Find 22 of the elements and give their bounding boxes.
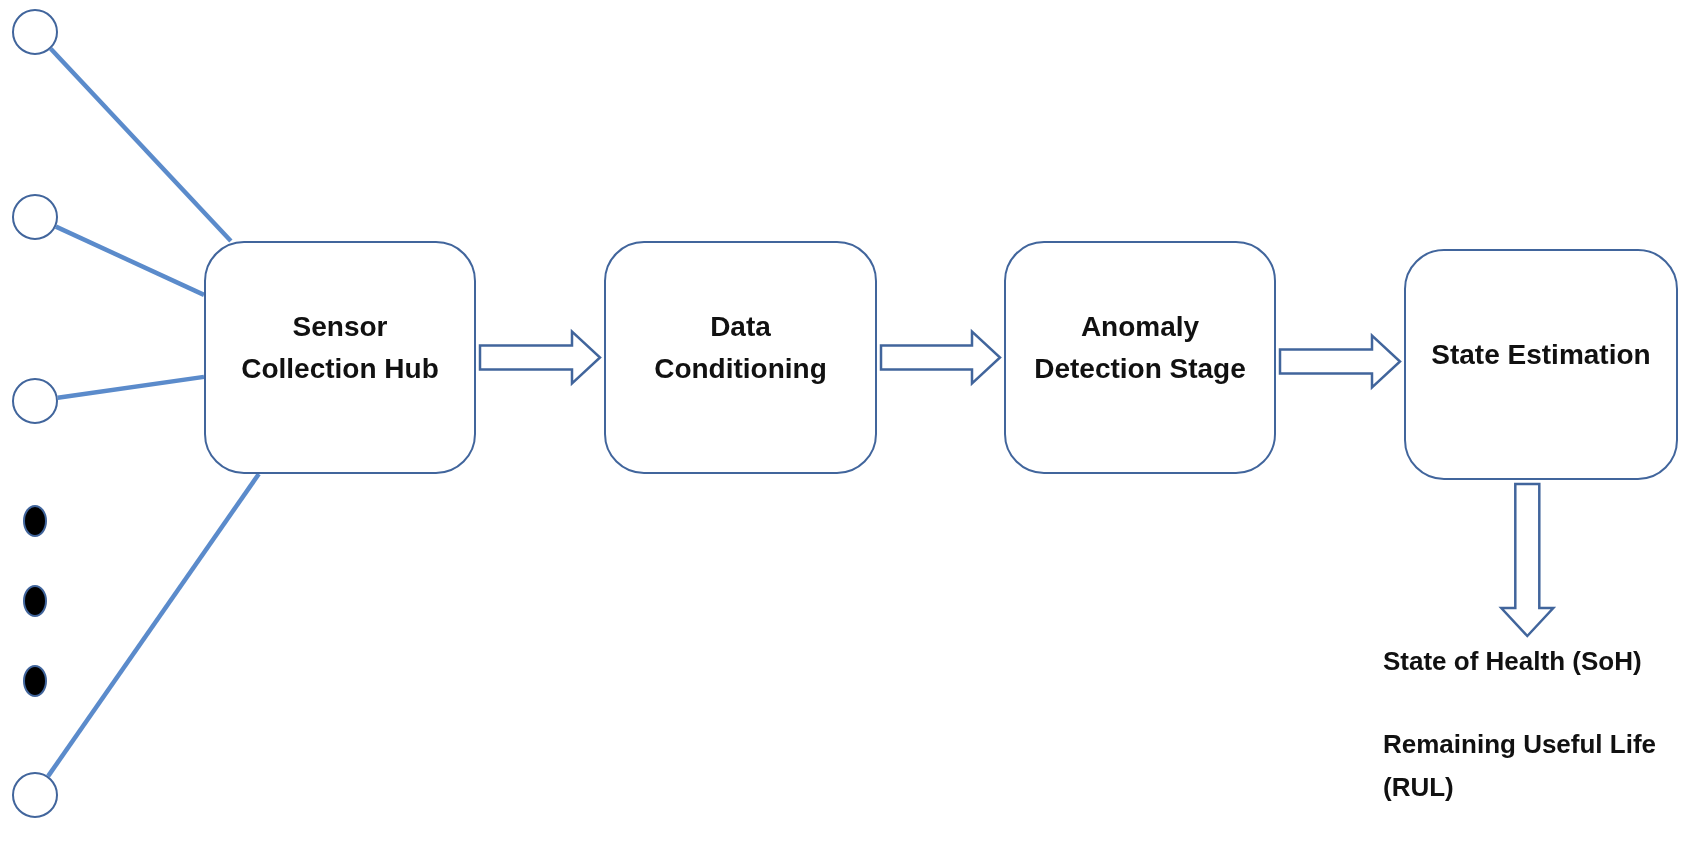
sensor-circle bbox=[12, 772, 58, 818]
output-text: State of Health (SoH) bbox=[1383, 645, 1643, 678]
connector-line bbox=[57, 374, 205, 400]
sensor-circle bbox=[12, 9, 58, 55]
connector-line bbox=[54, 224, 205, 297]
box-label: Data Conditioning bbox=[653, 309, 828, 386]
process-box bbox=[604, 241, 877, 474]
process-box bbox=[204, 241, 476, 474]
output-text: Remaining Useful Life (RUL) bbox=[1383, 728, 1658, 804]
box-label: State Estimation bbox=[1431, 337, 1651, 372]
block-arrow bbox=[1278, 332, 1402, 391]
block-arrow bbox=[478, 328, 602, 387]
box-label: Anomaly Detection Stage bbox=[1033, 309, 1247, 386]
box-label: Sensor Collection Hub bbox=[240, 309, 440, 386]
sensor-circle bbox=[12, 378, 58, 424]
sensor-circle bbox=[12, 194, 58, 240]
connector-line bbox=[49, 47, 233, 243]
block-arrow bbox=[879, 328, 1002, 387]
process-box bbox=[1004, 241, 1276, 474]
block-arrow bbox=[1498, 482, 1557, 638]
connector-line bbox=[46, 472, 261, 778]
process-box bbox=[1404, 249, 1678, 480]
